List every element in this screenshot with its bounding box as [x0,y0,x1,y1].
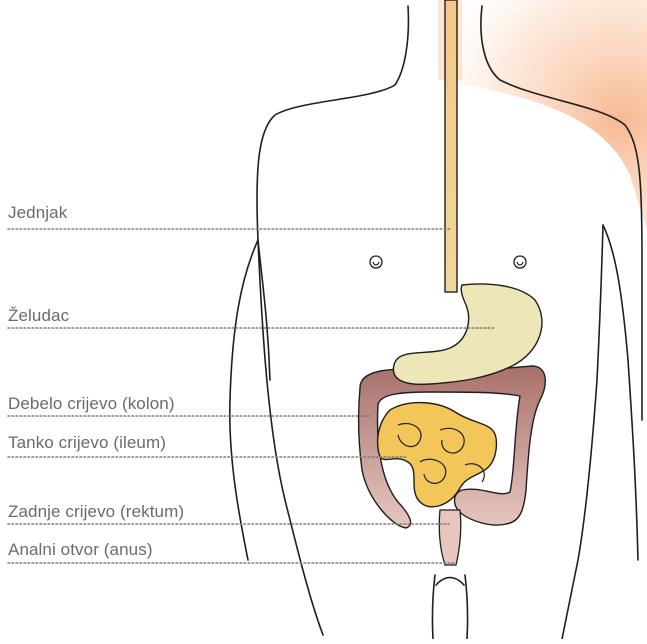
label-rectum: Zadnje crijevo (rektum) [8,502,184,522]
esophagus-organ [445,0,457,292]
label-stomach: Želudac [8,306,69,326]
label-small-intestine: Tanko crijevo (ileum) [8,433,166,453]
label-colon: Debelo crijevo (kolon) [8,394,175,414]
shoulder-glow [440,0,647,230]
label-anus: Analni otvor (anus) [8,540,153,560]
nipple-right [514,256,526,268]
nipple-left [370,256,382,268]
label-esophagus: Jednjak [8,203,67,223]
rectum-organ [439,510,461,565]
